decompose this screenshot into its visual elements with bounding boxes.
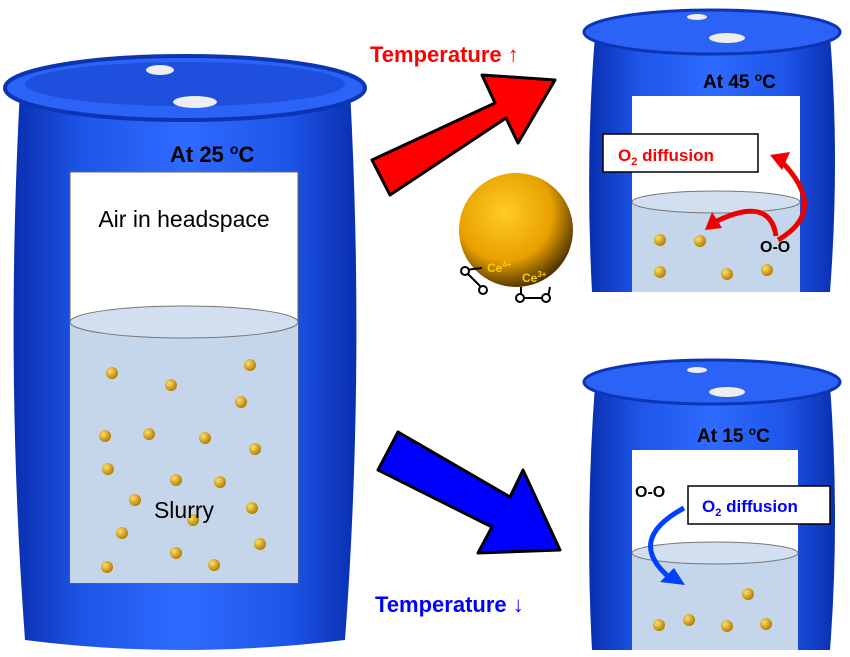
ceria-particles <box>99 359 266 573</box>
hot-barrel: At 45 oC O2 diffusion O-O <box>582 8 842 292</box>
bung-cap-icon <box>687 367 707 373</box>
temperature-up-arrow: Temperature ↑ <box>370 42 557 197</box>
bung-cap-icon <box>709 387 745 397</box>
bung-cap-icon <box>687 14 707 20</box>
temperature-label: At 45 oC <box>703 70 776 93</box>
o2-diffusion-box <box>687 485 831 525</box>
temperature-down-label: Temperature ↓ <box>375 592 524 617</box>
o2-diffusion-label: O2 diffusion <box>702 497 798 519</box>
cold-barrel: At 15 oC O2 diffusion O-O <box>582 358 842 650</box>
temperature-up-label: Temperature ↑ <box>370 42 519 67</box>
left-barrel: At 25 oC Air in headspace Slurry <box>3 54 367 650</box>
temperature-label: At 15 oC <box>697 424 770 447</box>
temperature-down-arrow: Temperature ↓ <box>375 430 562 617</box>
oxygen-molecule-label: O-O <box>760 239 790 256</box>
temperature-label: At 25 oC <box>170 141 254 167</box>
o2-diffusion-box <box>602 133 759 173</box>
headspace-label: Air in headspace <box>98 206 269 232</box>
ceria-particles <box>653 588 772 632</box>
diffusion-arrow-icon <box>648 505 686 580</box>
adsorbed-oxygen-icon <box>460 266 551 303</box>
ce3-label: Ce3+ <box>522 270 547 285</box>
slurry-label: Slurry <box>154 497 215 523</box>
ceria-particle: Ce4+ Ce3+ <box>459 173 573 303</box>
bung-cap-icon <box>146 65 174 75</box>
diffusion-arrow-icon <box>776 158 807 243</box>
oxygen-molecule-label: O-O <box>635 484 665 501</box>
ceria-particles <box>654 234 773 280</box>
o2-diffusion-label: O2 diffusion <box>618 146 714 168</box>
diffusion-arrow-icon <box>713 208 779 237</box>
bung-cap-icon <box>173 96 217 108</box>
ce4-label: Ce4+ <box>487 260 512 275</box>
bung-cap-icon <box>709 33 745 43</box>
